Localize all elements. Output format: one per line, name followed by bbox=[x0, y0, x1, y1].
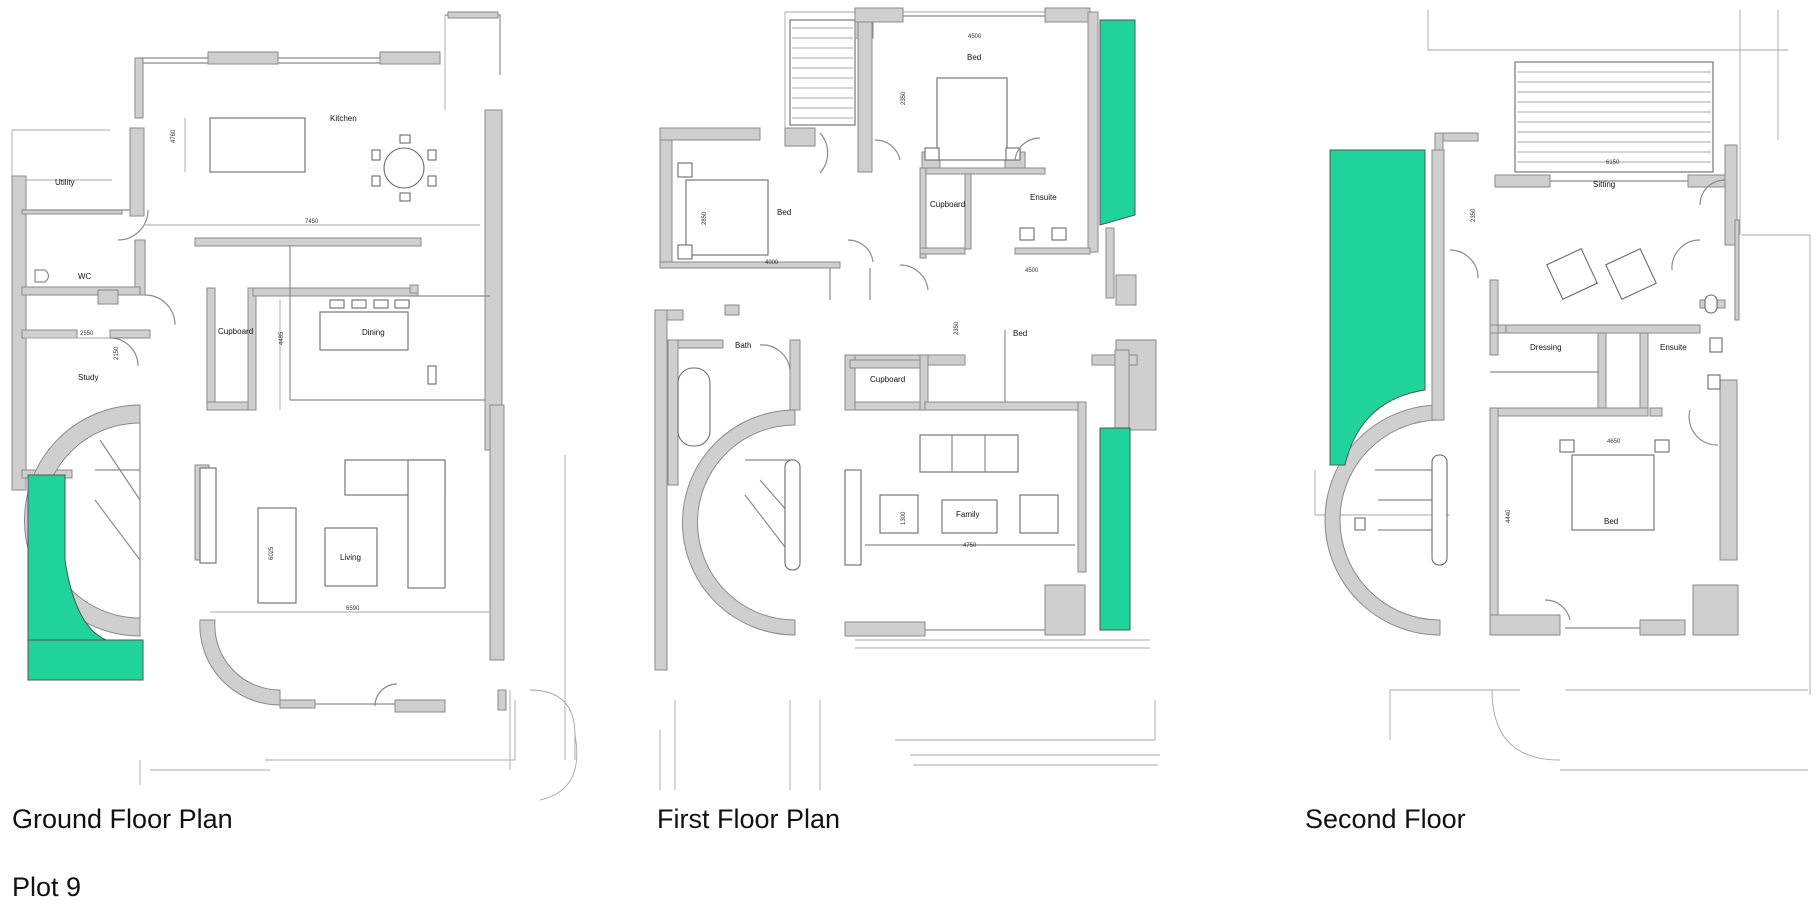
dim-family-depth: 1300 bbox=[901, 511, 907, 525]
dim-family-width: 4750 bbox=[963, 543, 977, 549]
room-utility: Utility bbox=[55, 178, 75, 187]
dim-living-width: 6590 bbox=[346, 606, 360, 612]
room-wc: WC bbox=[78, 272, 92, 281]
room-sitting: Sitting bbox=[1593, 180, 1615, 189]
dim-bed-top-depth: 2350 bbox=[901, 91, 907, 105]
dim-ground-width: 7450 bbox=[305, 219, 319, 225]
room-bed-left: Bed bbox=[777, 208, 791, 217]
room-bed-second: Bed bbox=[1604, 517, 1618, 526]
dim-study-width: 2550 bbox=[80, 331, 94, 337]
dim-bed-top-width: 4500 bbox=[968, 34, 982, 40]
first-floor-plan-title: First Floor Plan bbox=[657, 804, 841, 834]
room-dining: Dining bbox=[362, 328, 385, 337]
room-dressing: Dressing bbox=[1530, 343, 1562, 352]
room-cupboard: Cupboard bbox=[218, 327, 253, 336]
dim-study-depth: 2150 bbox=[114, 346, 120, 360]
plot-caption: Plot 9 bbox=[12, 872, 82, 902]
dim-sitting-width: 6150 bbox=[1606, 160, 1620, 166]
room-bed-top: Bed bbox=[967, 53, 981, 62]
room-cupboard-top: Cupboard bbox=[930, 200, 965, 209]
dim-bed-left-width: 4000 bbox=[765, 260, 779, 266]
room-living: Living bbox=[340, 553, 361, 562]
room-cupboard-mid: Cupboard bbox=[870, 375, 905, 384]
room-ensuite: Ensuite bbox=[1030, 193, 1057, 202]
room-bath: Bath bbox=[735, 341, 751, 350]
dim-bed-mid-depth: 2350 bbox=[954, 321, 960, 335]
dim-kitchen: 4760 bbox=[171, 129, 177, 143]
dim-sitting-depth: 2350 bbox=[1471, 208, 1477, 222]
room-kitchen: Kitchen bbox=[330, 114, 357, 123]
ground-floor-plan-title: Ground Floor Plan bbox=[12, 804, 233, 834]
room-bed-mid: Bed bbox=[1013, 329, 1027, 338]
room-ensuite-second: Ensuite bbox=[1660, 343, 1687, 352]
dim-dining: 4485 bbox=[279, 331, 285, 345]
dim-bed-second-depth: 4440 bbox=[1506, 509, 1512, 523]
first-floor-plan: Bed Bed Cupboard Ensuite Bath Cupboard B… bbox=[654, 7, 1160, 790]
dim-living-depth: 6025 bbox=[269, 546, 275, 560]
dim-bed-second-width: 4650 bbox=[1607, 439, 1621, 445]
room-family: Family bbox=[956, 510, 980, 519]
ground-floor-plan: Kitchen Utility WC Study Cupboard Dining… bbox=[11, 11, 578, 801]
room-study: Study bbox=[78, 373, 98, 382]
dim-bed-mid-width: 4500 bbox=[1025, 268, 1039, 274]
second-floor-plan: Sitting Dressing Ensuite Bed 6150 2350 4… bbox=[1314, 10, 1811, 771]
dim-bed-left-depth: 2850 bbox=[702, 211, 708, 225]
second-floor-plan-title: Second Floor bbox=[1305, 804, 1466, 834]
